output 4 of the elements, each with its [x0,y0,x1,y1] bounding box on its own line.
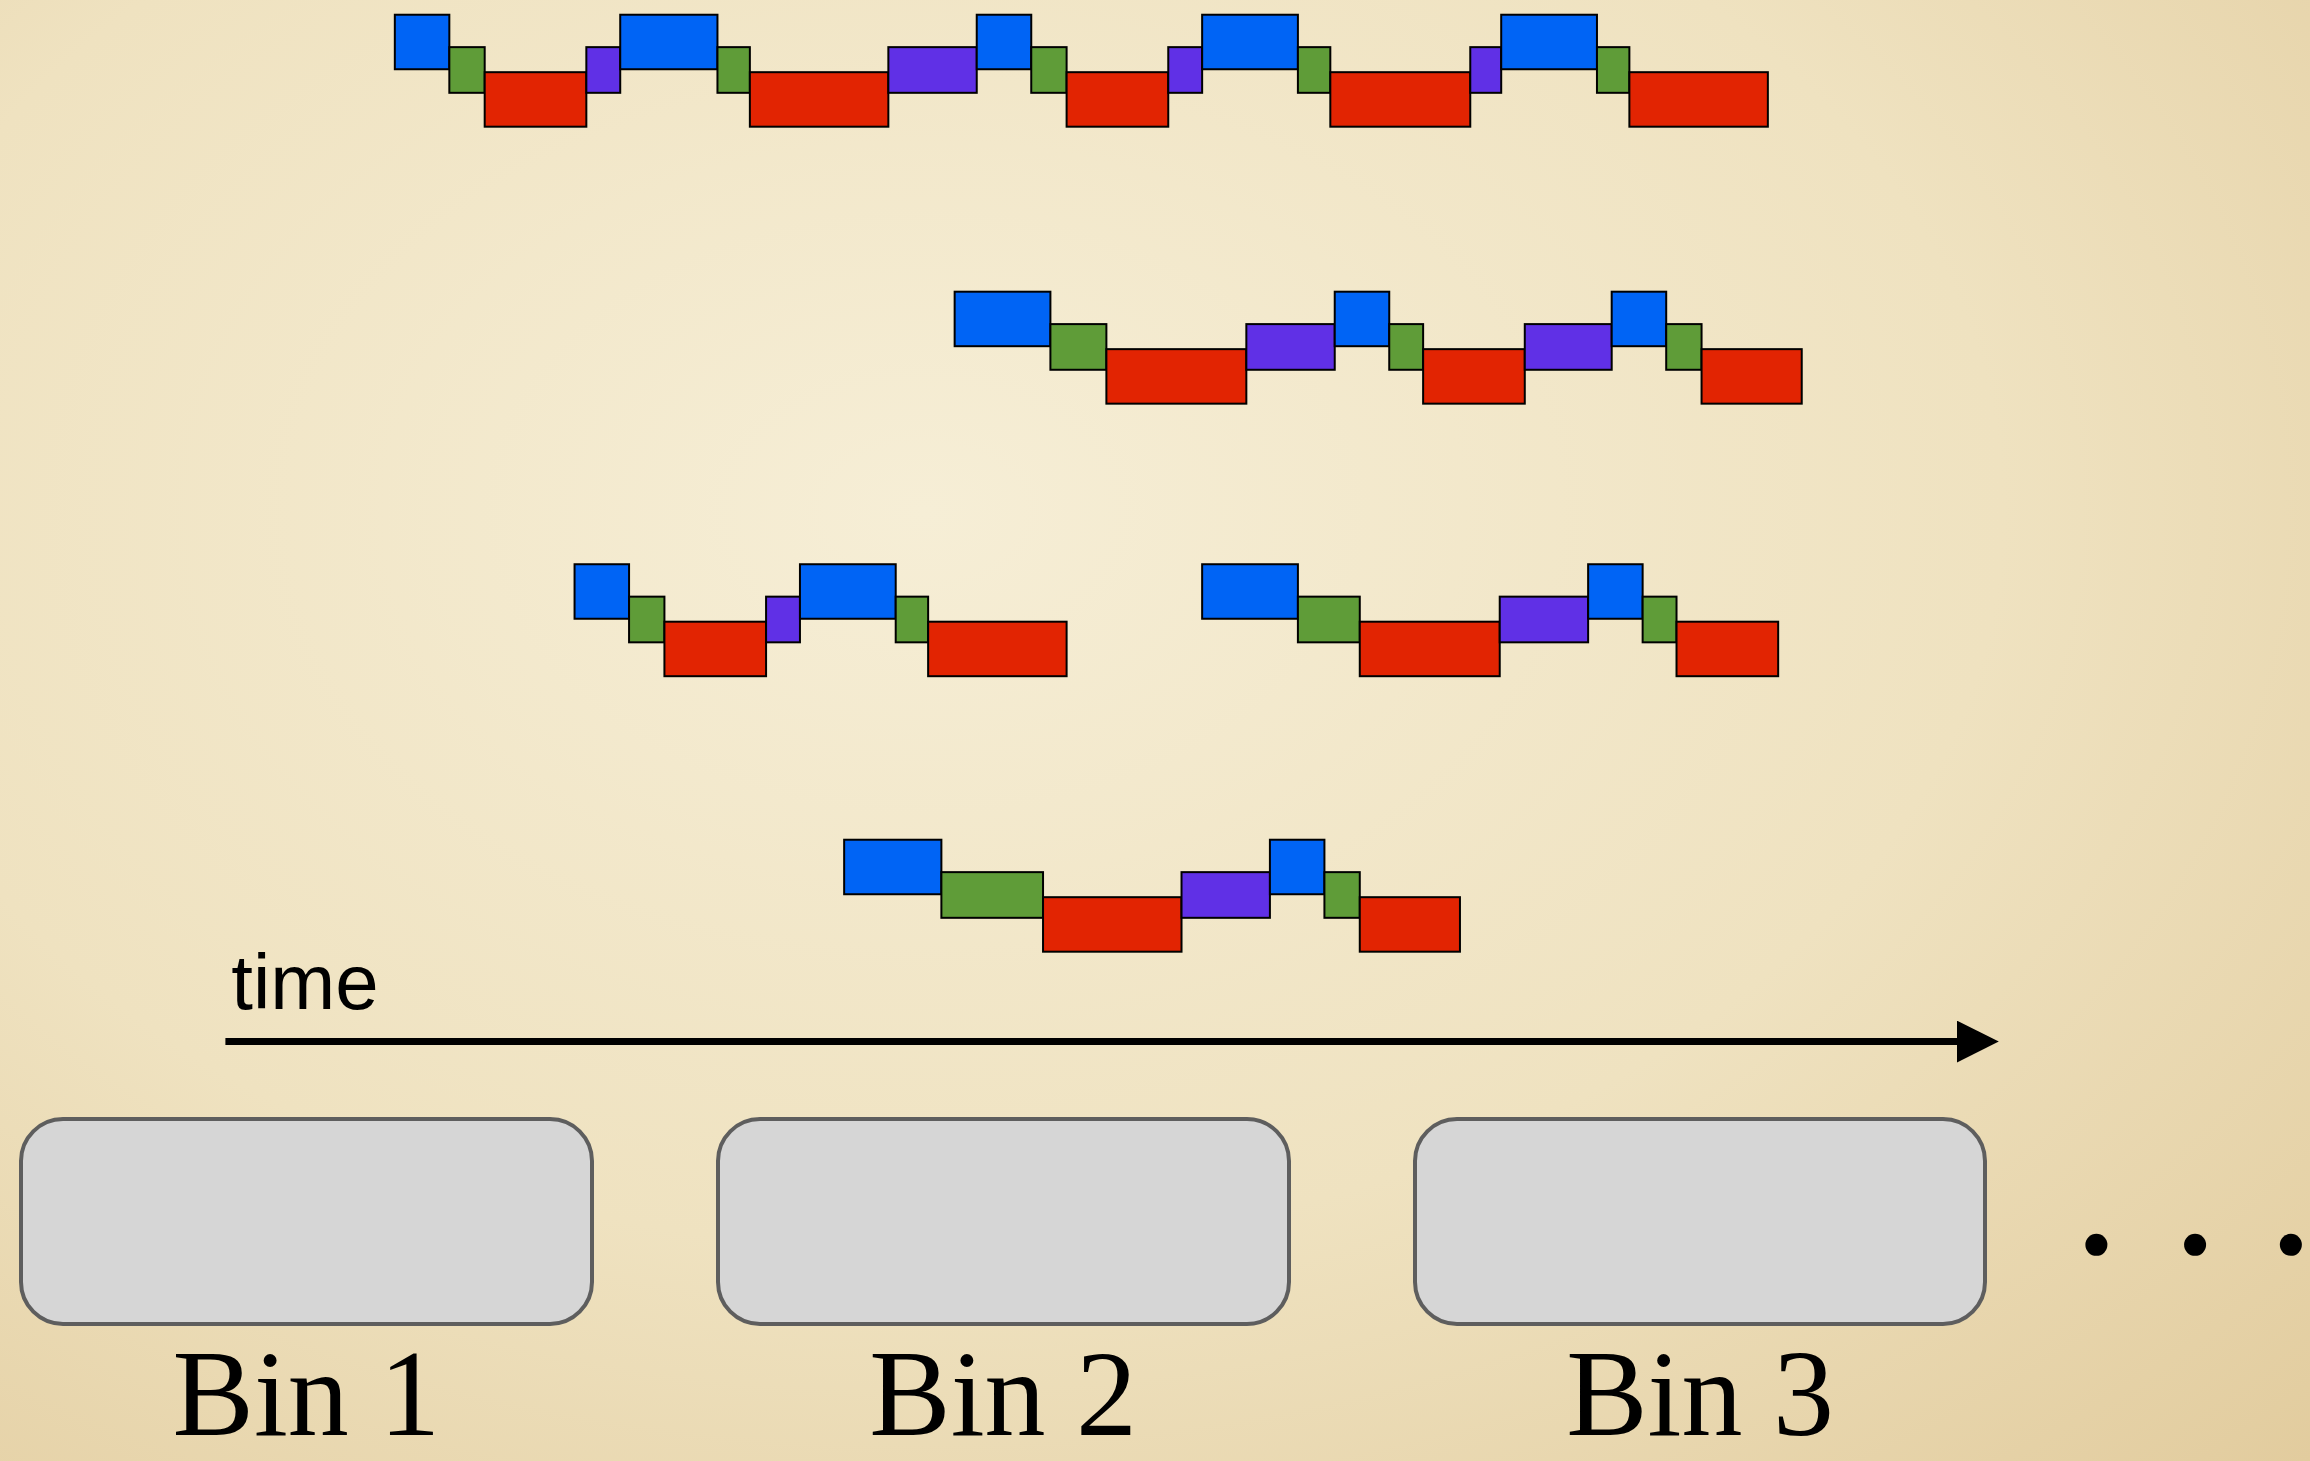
bin-label: Bin 1 [172,1337,441,1450]
bin-label: Bin 2 [869,1337,1138,1450]
axis-label: time [231,942,379,1021]
bin-label: Bin 3 [1566,1337,1834,1450]
